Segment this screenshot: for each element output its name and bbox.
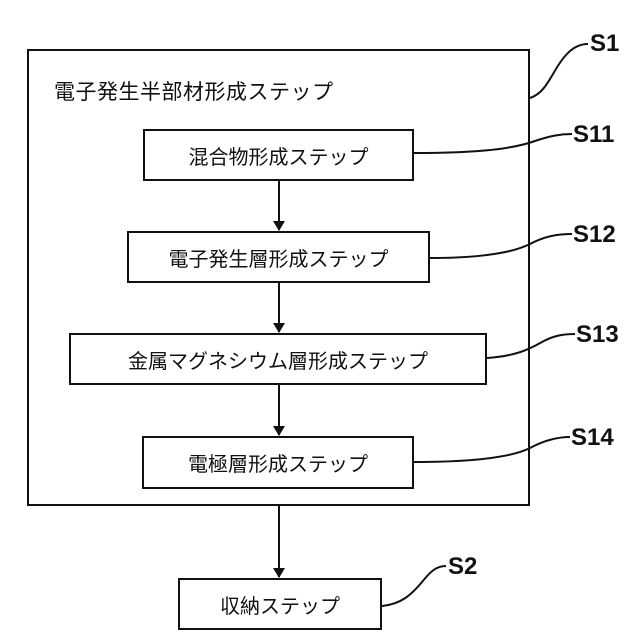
leader-s14 — [414, 437, 570, 462]
tag-s12: S12 — [573, 221, 616, 249]
leader-s11 — [414, 134, 572, 153]
tag-s14: S14 — [571, 424, 614, 452]
tag-s2: S2 — [448, 553, 477, 581]
tag-s11: S11 — [573, 121, 614, 149]
tag-s13: S13 — [576, 321, 619, 349]
tag-s1: S1 — [590, 30, 619, 58]
leader-s1 — [530, 44, 588, 98]
leader-s13 — [487, 334, 575, 358]
leader-s12 — [430, 234, 572, 258]
leader-s2 — [382, 566, 446, 606]
